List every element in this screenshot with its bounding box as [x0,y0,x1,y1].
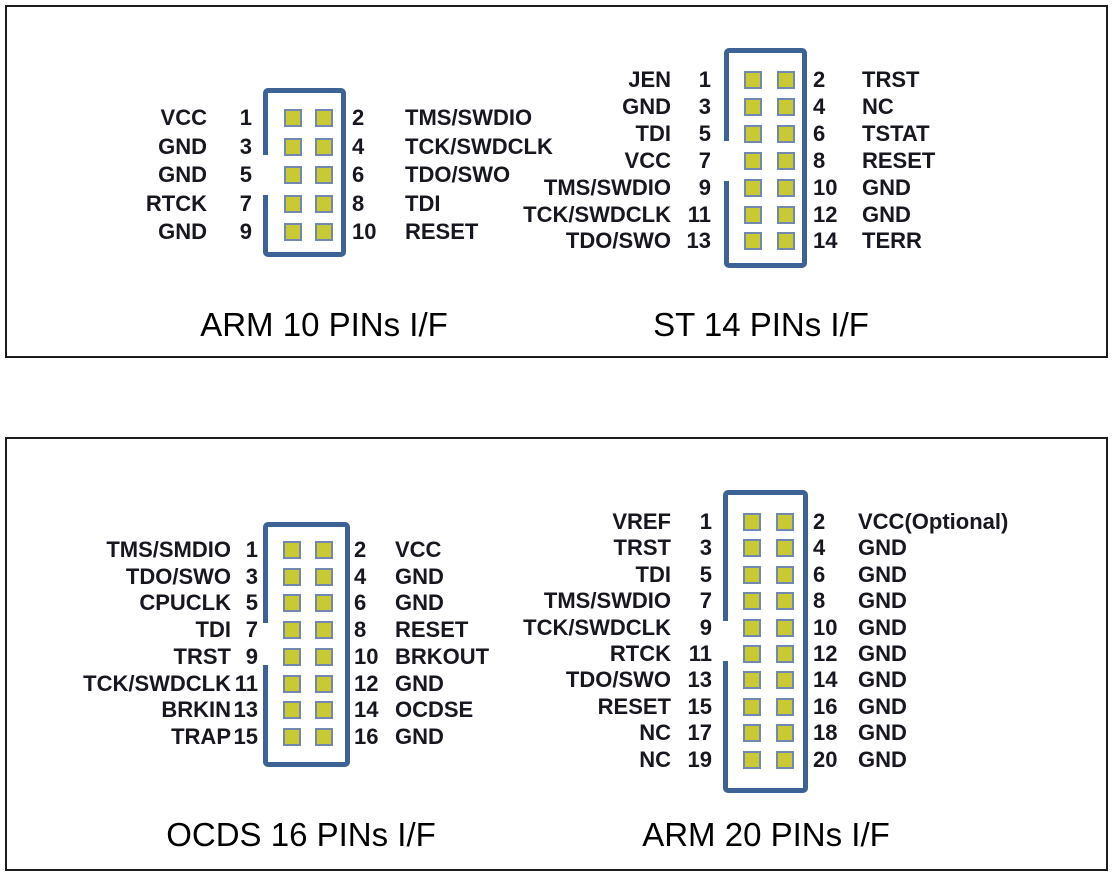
title-ocds16: OCDS 16 PINs I/F [166,816,436,853]
panel-top [5,5,1108,358]
panel-bottom [5,437,1108,871]
title-arm20: ARM 20 PINs I/F [642,816,890,853]
title-arm10: ARM 10 PINs I/F [200,306,448,343]
title-st14: ST 14 PINs I/F [653,306,869,343]
